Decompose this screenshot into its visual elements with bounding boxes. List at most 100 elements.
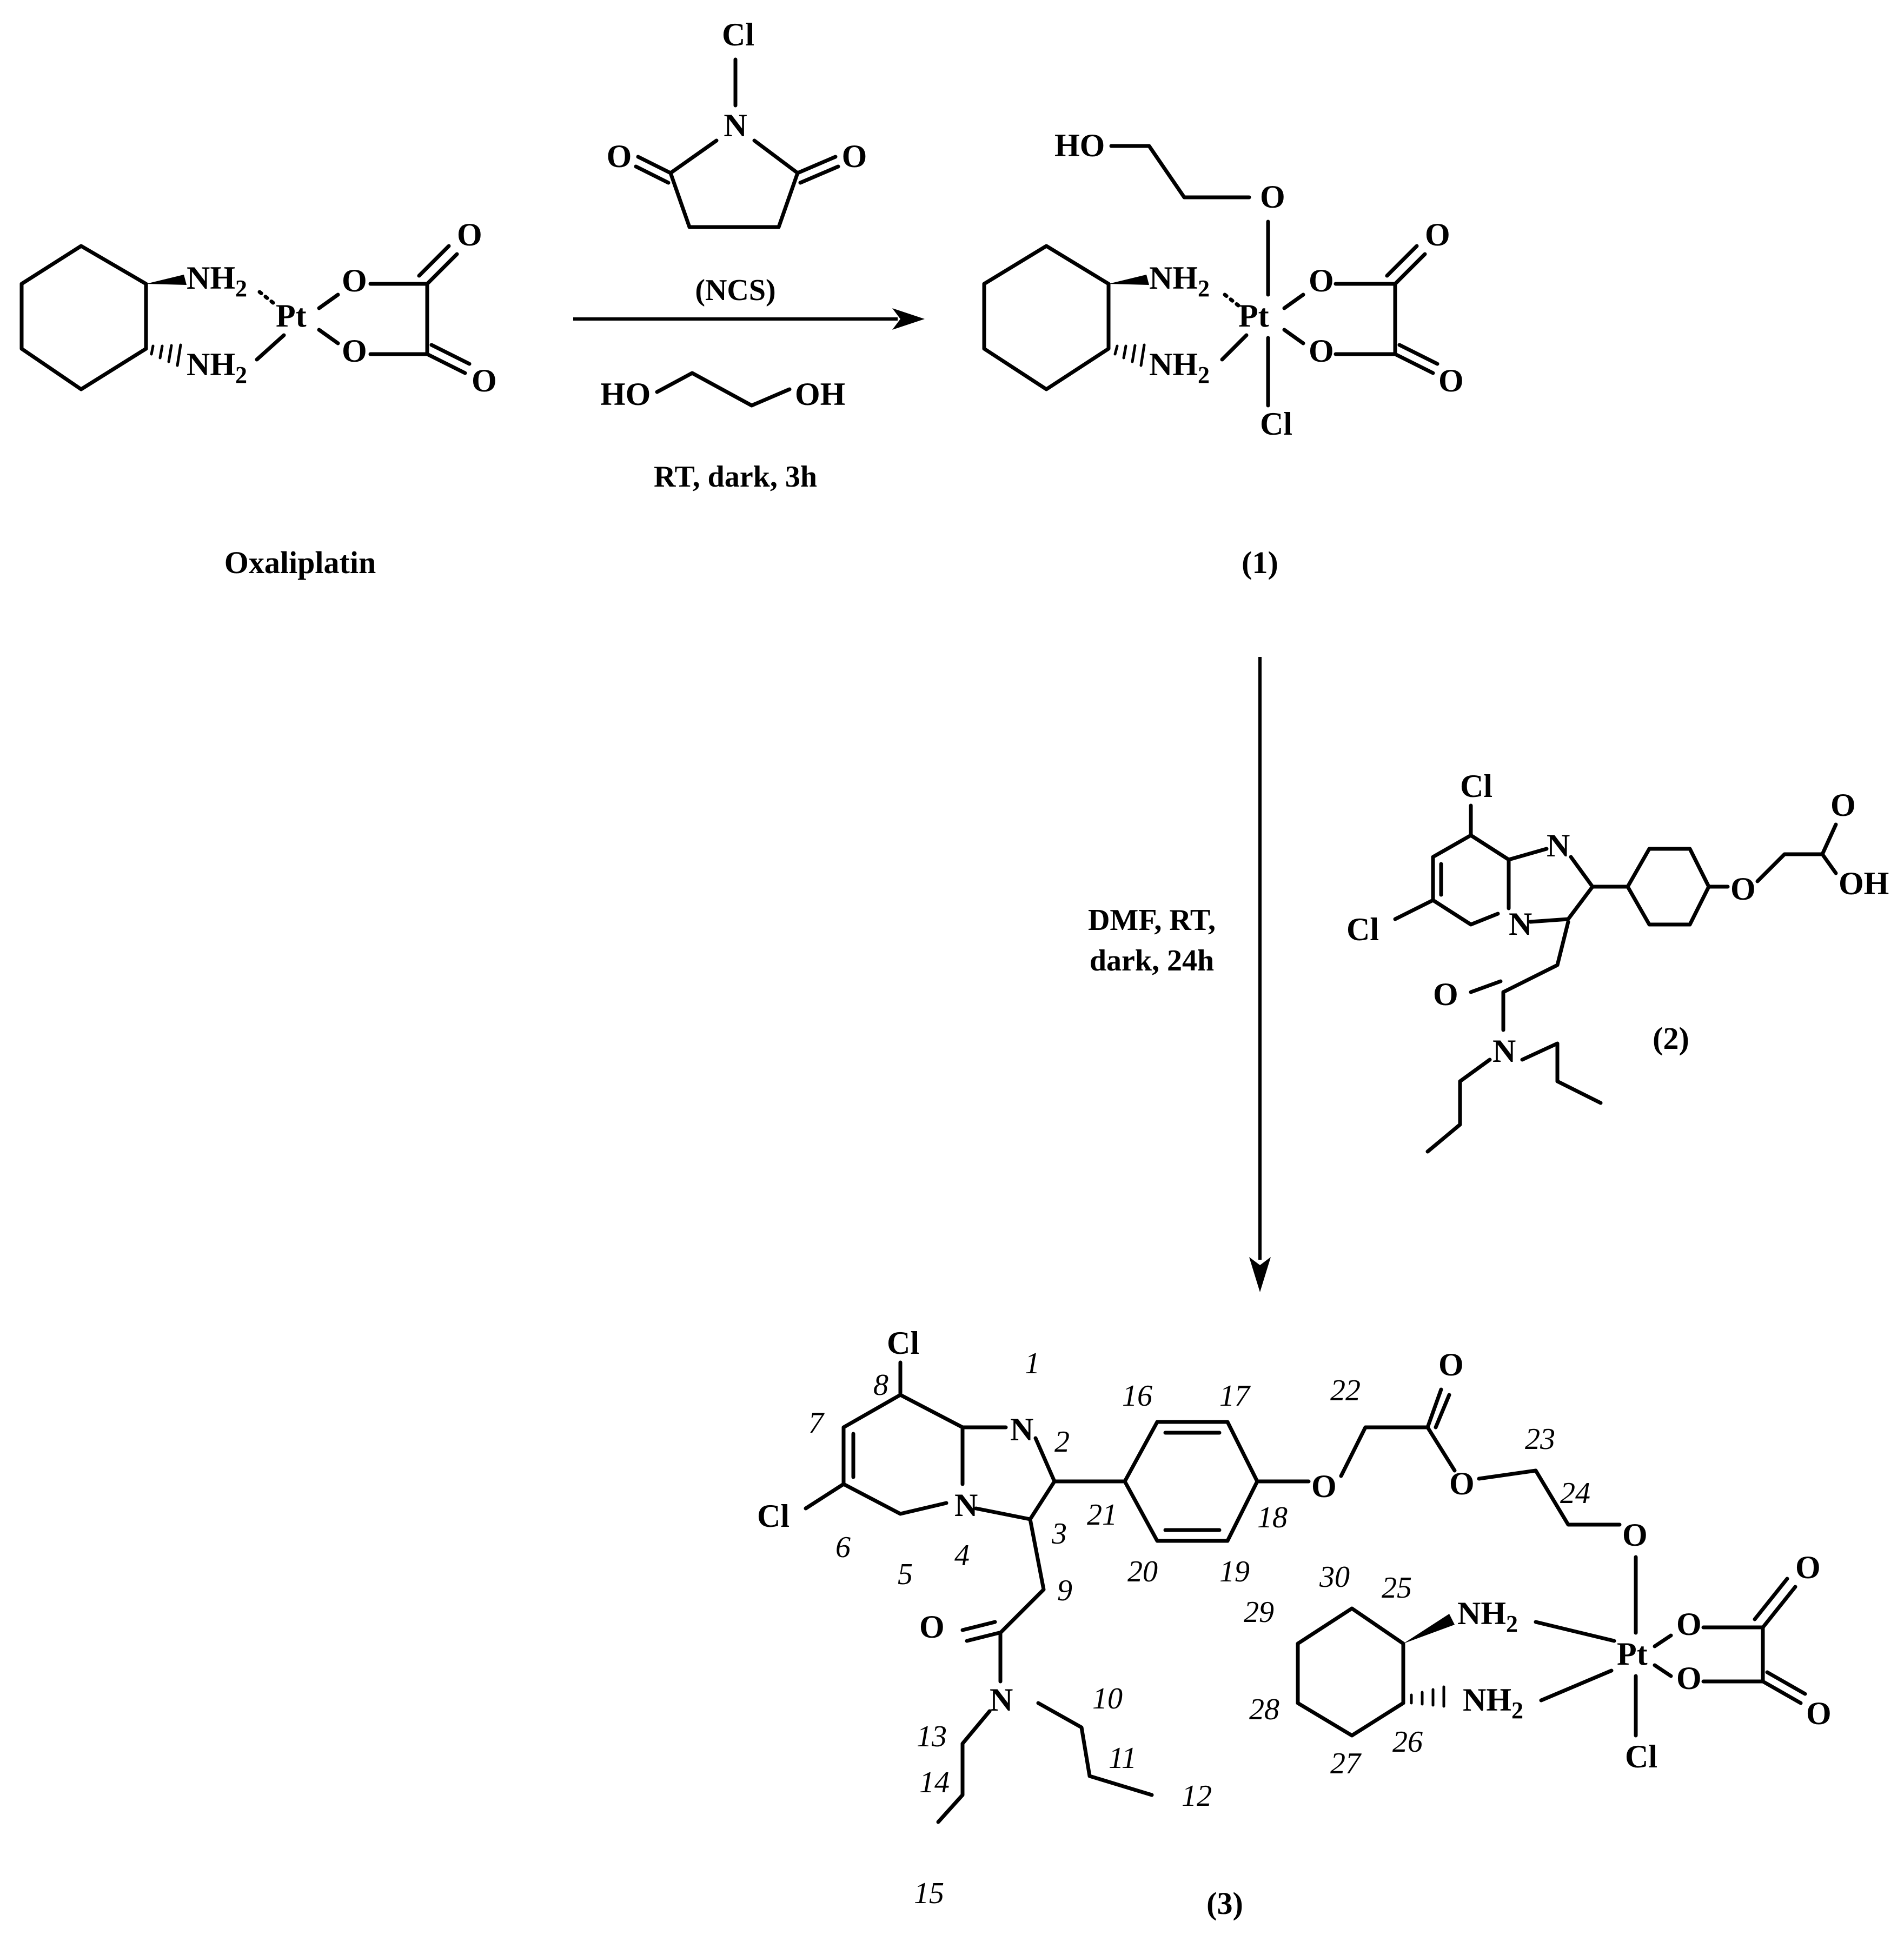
oxaliplatin-structure: NH2 NH2 Pt O O O O [19,217,497,398]
o-label: O [1425,217,1450,252]
ncs-structure: Cl N O O [607,17,867,229]
n-label: N [1509,906,1532,942]
atom-number: 14 [919,1766,950,1799]
o-label: O [1795,1550,1821,1585]
atom-number: 29 [1244,1595,1274,1629]
compound-3-structure: Cl Cl N N O O O O O N [757,1325,1832,1910]
n-label: N [990,1682,1013,1718]
atom-number: 18 [1257,1501,1288,1534]
o-label: O [842,138,867,174]
o-label: O [1433,976,1458,1012]
oxaliplatin-label: Oxaliplatin [224,545,376,580]
atom-number: 3 [1051,1517,1067,1551]
reaction-arrow [1249,657,1271,1292]
oh-label: OH [1839,866,1889,901]
atom-number: 19 [1219,1555,1250,1588]
pt-label: Pt [276,298,307,334]
cl-label: Cl [722,17,754,52]
atom-number: 8 [873,1368,888,1402]
o-label: O [1449,1466,1475,1501]
step2-conditions-line2: dark, 24h [1090,944,1214,978]
atom-number: 4 [954,1539,970,1572]
atom-number: 2 [1054,1425,1070,1459]
o-label: O [1260,179,1285,215]
reaction-arrow [573,308,925,330]
ethylene-glycol-structure: HO OH [600,371,845,412]
cl-label: Cl [887,1325,919,1361]
compound-2-structure: Cl Cl N N O O OH O N [1346,768,1889,1154]
pt-label: Pt [1238,298,1269,334]
nh2-label: NH2 [1457,1595,1518,1637]
cl-label: Cl [757,1498,790,1534]
wedge-bond [146,275,187,285]
oh-label: OH [795,376,845,412]
atom-number: 10 [1092,1682,1123,1715]
o-label: O [1311,1468,1337,1504]
o-label: O [457,217,482,252]
compound-2-label: (2) [1653,1021,1689,1056]
n-label: N [1492,1033,1516,1069]
o-label: O [1806,1695,1832,1731]
atom-number: 1 [1025,1347,1040,1380]
atom-number: 21 [1087,1498,1117,1532]
cl-label: Cl [1460,768,1492,804]
nh2-label: NH2 [1149,347,1210,388]
pt-label: Pt [1617,1636,1648,1672]
o-label: O [1676,1606,1702,1642]
n-label: N [1010,1412,1033,1447]
atom-number: 26 [1392,1725,1423,1759]
o-label: O [1622,1517,1648,1553]
atom-number: 23 [1525,1422,1555,1456]
atom-number: 12 [1182,1779,1212,1813]
step1-conditions: RT, dark, 3h [654,460,817,494]
atom-number: 25 [1382,1571,1412,1605]
atom-number: 9 [1057,1574,1072,1607]
nh2-label: NH2 [1149,260,1210,302]
cl-label: Cl [1260,406,1292,442]
atom-number: 28 [1249,1693,1279,1726]
o-label: O [919,1609,945,1645]
cyclohexane-ring [19,244,148,391]
atom-number: 20 [1127,1555,1158,1588]
o-label: O [1438,363,1464,398]
n-label: N [724,108,747,143]
ho-label: HO [1054,128,1105,163]
n-label: N [954,1487,978,1523]
atom-number: 24 [1560,1477,1590,1510]
cl-label: Cl [1346,912,1379,947]
step2-conditions-line1: DMF, RT, [1088,903,1216,937]
o-label: O [1438,1347,1464,1382]
o-label: O [342,263,367,298]
n-label: N [1547,828,1570,863]
nh2-label: NH2 [187,260,247,302]
atom-number: 22 [1330,1374,1361,1407]
atom-number: 27 [1330,1747,1362,1780]
o-label: O [607,138,632,174]
atom-number: 5 [898,1558,913,1591]
atom-number: 13 [917,1720,947,1753]
atom-number: 16 [1122,1379,1152,1413]
atom-number: 7 [808,1406,825,1440]
o-label: O [342,333,367,369]
ho-label: HO [600,376,651,412]
o-label: O [1309,263,1334,298]
nh2-label: NH2 [1463,1682,1523,1724]
atom-number: 15 [914,1877,944,1910]
o-label: O [1309,333,1334,369]
atom-number: 30 [1319,1560,1350,1594]
ncs-label: (NCS) [695,274,775,307]
atom-number: 6 [835,1531,851,1564]
atom-number: 17 [1219,1379,1251,1413]
o-label: O [1676,1660,1702,1696]
nh2-label: NH2 [187,347,247,388]
o-label: O [1830,787,1856,823]
atom-number: 11 [1109,1741,1137,1775]
cl-label: Cl [1625,1739,1657,1774]
o-label: O [472,363,497,398]
compound-3-label: (3) [1206,1886,1243,1921]
compound-1-label: (1) [1242,545,1278,580]
hash-bond [150,343,182,367]
o-label: O [1730,871,1756,907]
compound-1-structure: HO O NH2 NH2 Pt Cl O O O O [982,128,1464,442]
